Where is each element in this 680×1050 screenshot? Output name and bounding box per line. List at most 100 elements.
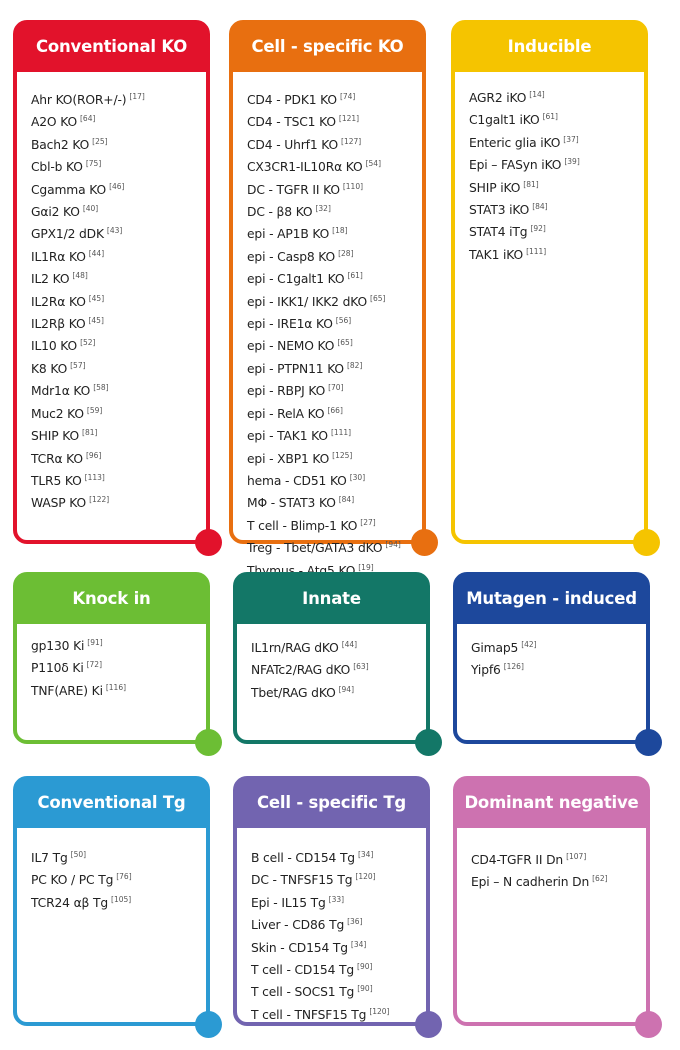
reference-number: [59] [86, 405, 103, 415]
model-name: Treg - Tbet/GATA3 dKO [247, 541, 383, 556]
model-name: T cell - CD154 Tg [251, 963, 355, 978]
reference-number: [42] [521, 640, 537, 649]
reference-number: [66] [327, 405, 343, 415]
model-name: Gαi2 KO [31, 205, 80, 220]
model-item: Skin - CD154 Tg[34] [251, 938, 422, 960]
model-item: Cbl-b KO[75] [31, 157, 202, 179]
reference-number: [30] [349, 472, 366, 482]
reference-number: [40] [82, 204, 99, 214]
model-item: DC - TNFSF15 Tg[120] [251, 870, 422, 892]
corner-dot [195, 1011, 222, 1038]
corner-dot [415, 729, 442, 756]
model-item: epi - TAK1 KO[111] [247, 426, 418, 448]
model-name: IL7 Tg [31, 851, 68, 865]
model-name: TLR5 KO [31, 473, 82, 488]
model-name: MΦ - STAT3 KO [247, 496, 336, 511]
model-name: CD4-TGFR II Dn [471, 853, 564, 867]
reference-number: [84] [532, 202, 548, 212]
model-name: Cgamma KO [31, 182, 107, 197]
model-name: CD4 - TSC1 KO [247, 115, 336, 130]
box-cell-specific-tg: Cell - specific Tg B cell - CD154 Tg[34]… [233, 776, 442, 1038]
reference-number: [46] [109, 181, 125, 191]
reference-number: [44] [88, 248, 105, 258]
reference-number: [44] [341, 640, 358, 649]
model-item: TAK1 iKO[111] [469, 245, 640, 267]
model-list: Gimap5[42] Yipf6[126] [471, 638, 642, 683]
box-title: Mutagen - induced [453, 572, 650, 624]
model-name: Enteric glia iKO [469, 135, 561, 150]
box-mutagen-induced: Mutagen - induced Gimap5[42] Yipf6[126] [453, 572, 662, 756]
model-name: Skin - CD154 Tg [251, 940, 348, 955]
model-item: Epi – FASyn iKO[39] [469, 155, 640, 177]
reference-number: [121] [338, 114, 360, 124]
box-title: Conventional KO [13, 20, 210, 72]
model-item: IL2 KO[48] [31, 269, 202, 291]
model-name: IL2Rβ KO [31, 317, 86, 332]
model-list: CD4 - PDK1 KO[74]CD4 - TSC1 KO[121]CD4 -… [247, 90, 418, 583]
model-name: Gimap5 [471, 641, 519, 655]
model-item: DC - TGFR II KO[110] [247, 180, 418, 202]
model-name: Epi – N cadherin Dn [471, 875, 590, 890]
model-name: TNF(ARE) Ki [31, 683, 103, 698]
model-item: A2O KO[64] [31, 112, 202, 134]
model-name: Mdr1α KO [31, 384, 91, 399]
model-item: epi - IKK1/ IKK2 dKO[65] [247, 292, 418, 314]
model-name: C1galt1 iKO [469, 113, 540, 128]
model-item: K8 KO[57] [31, 359, 202, 381]
reference-number: [36] [347, 917, 363, 927]
model-list: IL1rn/RAG dKO[44]NFATc2/RAG dKO[63]Tbet/… [251, 638, 422, 705]
reference-number: [107] [566, 852, 587, 861]
model-item: epi - XBP1 KO[125] [247, 449, 418, 471]
model-item: P110δ Ki[72] [31, 658, 202, 680]
reference-number: [122] [89, 495, 110, 505]
model-name: AGR2 iKO [469, 91, 527, 105]
reference-number: [111] [330, 428, 352, 438]
model-name: Muc2 KO [31, 406, 84, 421]
reference-number: [75] [85, 159, 102, 169]
model-item: IL2Rβ KO[45] [31, 314, 202, 336]
model-item: C1galt1 iKO[61] [469, 110, 640, 132]
reference-number: [54] [365, 159, 381, 169]
model-item: Cgamma KO[46] [31, 180, 202, 202]
corner-dot [195, 729, 222, 756]
model-item: Gαi2 KO[40] [31, 202, 202, 224]
reference-number: [45] [88, 293, 105, 303]
model-item: IL1Rα KO[44] [31, 247, 202, 269]
model-name: STAT3 iKO [469, 203, 530, 218]
reference-number: [90] [357, 984, 373, 994]
model-item: Epi - IL15 Tg[33] [251, 893, 422, 915]
model-item: CD4-TGFR II Dn[107] [471, 850, 642, 872]
box-title: Conventional Tg [13, 776, 210, 828]
reference-number: [96] [85, 450, 102, 460]
reference-number: [39] [564, 157, 580, 167]
model-item: IL2Rα KO[45] [31, 292, 202, 314]
model-item: Yipf6[126] [471, 660, 642, 682]
model-name: epi - NEMO KO [247, 339, 335, 354]
model-name: hema - CD51 KO [247, 473, 347, 488]
model-name: IL1rn/RAG dKO [251, 641, 339, 655]
model-item: Mdr1α KO[58] [31, 381, 202, 403]
box-title: Inducible [451, 20, 648, 72]
reference-number: [72] [86, 660, 103, 670]
model-item: epi - RelA KO[66] [247, 404, 418, 426]
box-dominant-negative: Dominant negative CD4-TGFR II Dn[107]Epi… [453, 776, 662, 1038]
corner-dot [411, 529, 438, 556]
reference-number: [62] [592, 874, 608, 884]
reference-number: [58] [93, 383, 109, 393]
model-name: epi - IRE1α KO [247, 317, 333, 332]
model-name: epi - PTPN11 KO [247, 361, 344, 376]
reference-number: [127] [341, 136, 362, 146]
model-item: Bach2 KO[25] [31, 135, 202, 157]
model-name: B cell - CD154 Tg [251, 851, 355, 865]
model-name: Cbl-b KO [31, 160, 83, 175]
reference-number: [81] [523, 179, 539, 189]
model-name: WASP KO [31, 496, 87, 511]
reference-number: [84] [338, 495, 355, 505]
model-list: IL7 Tg[50]PC KO / PC Tg[76]TCR24 αβ Tg[1… [31, 848, 202, 915]
model-item: Tbet/RAG dKO[94] [251, 683, 422, 705]
box-innate: Innate IL1rn/RAG dKO[44]NFATc2/RAG dKO[6… [233, 572, 442, 756]
model-item: AGR2 iKO[14] [469, 88, 640, 110]
model-name: DC - TNFSF15 Tg [251, 873, 353, 888]
model-name: T cell - Blimp-1 KO [247, 518, 358, 533]
model-name: TCRα KO [31, 451, 83, 466]
